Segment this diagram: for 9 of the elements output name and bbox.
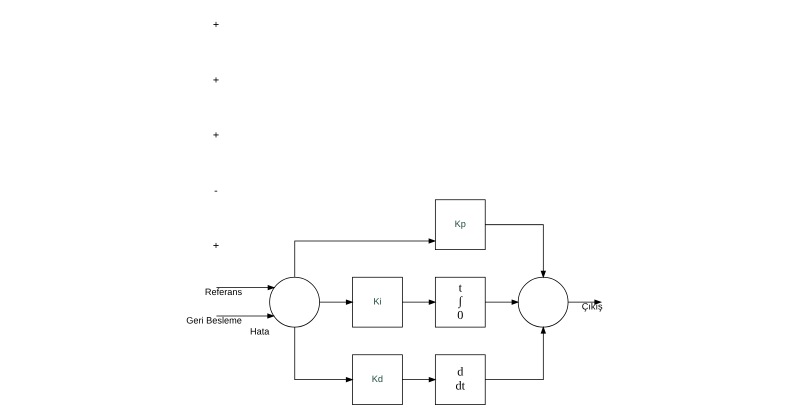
node-label: Hata <box>250 326 270 336</box>
label: + <box>212 240 220 252</box>
edge-label: Referans <box>204 286 242 297</box>
label: - <box>214 184 218 197</box>
label: + <box>212 74 220 86</box>
edge-label: Geri Besleme <box>186 315 242 326</box>
label: + <box>212 130 220 142</box>
edge-label: Çıkış <box>582 302 603 312</box>
label: + <box>212 19 220 32</box>
